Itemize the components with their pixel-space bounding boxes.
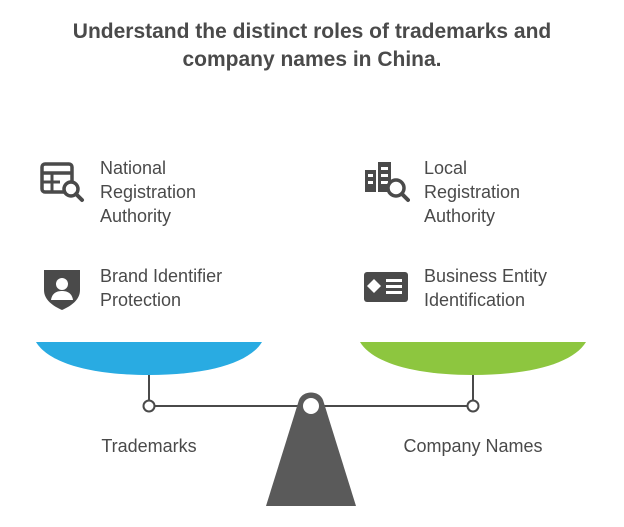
company-names-label: Company Names: [403, 436, 543, 456]
text-line: National: [100, 158, 167, 178]
right-item-local-registration: Local Registration Authority: [362, 156, 520, 228]
national-registration-text: National Registration Authority: [100, 156, 196, 228]
right-beam-joint: [466, 399, 480, 413]
left-item-brand-protection: Brand Identifier Protection: [38, 264, 222, 312]
right-pan: [360, 342, 586, 375]
left-beam-joint: [142, 399, 156, 413]
text-line: Business Entity: [424, 266, 548, 286]
diagram-title: Understand the distinct roles of tradema…: [20, 18, 604, 74]
brand-protection-text: Brand Identifier Protection: [100, 264, 222, 312]
id-card-icon: [364, 272, 408, 302]
text-line: Local: [424, 158, 468, 178]
text-line: Brand Identifier: [100, 266, 223, 286]
trademarks-label: Trademarks: [101, 436, 197, 456]
title-line-2: company names in China.: [182, 48, 442, 71]
shield-user-icon: [44, 270, 80, 310]
left-item-national-registration: National Registration Authority: [38, 156, 196, 228]
buildings-search-icon: [365, 162, 410, 202]
text-line: Protection: [100, 290, 182, 310]
local-registration-text: Local Registration Authority: [424, 156, 520, 228]
text-line: Registration: [424, 182, 521, 202]
text-line: Identification: [424, 290, 526, 310]
text-line: Authority: [100, 206, 172, 226]
left-pan: [36, 342, 262, 375]
business-identification-text: Business Entity Identification: [424, 264, 547, 312]
text-line: Registration: [100, 182, 197, 202]
text-line: Authority: [424, 206, 496, 226]
registry-table-search-icon: [40, 162, 84, 202]
scale-stand: [266, 392, 356, 506]
title-line-1: Understand the distinct roles of tradema…: [72, 20, 552, 43]
pivot-joint: [303, 398, 319, 414]
right-item-business-identification: Business Entity Identification: [362, 264, 547, 312]
